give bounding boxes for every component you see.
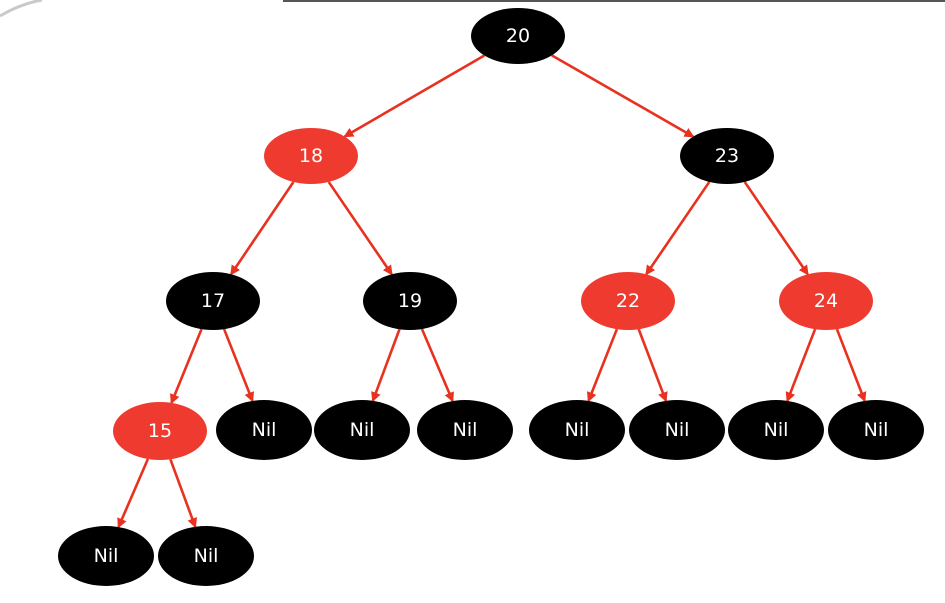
tree-node-n24: 24 <box>779 272 873 330</box>
tree-node-nil22r: Nil <box>629 400 725 460</box>
node-shape-black <box>680 128 774 184</box>
node-shape-red <box>113 402 207 460</box>
node-shape-black <box>158 526 254 586</box>
node-shape-black <box>728 400 824 460</box>
corner-decoration <box>0 0 43 18</box>
node-shape-red <box>264 128 358 184</box>
node-label: 20 <box>506 25 530 47</box>
node-label: Nil <box>453 419 478 441</box>
node-shape-black <box>216 400 312 460</box>
node-shape-black <box>417 400 513 460</box>
node-label: Nil <box>864 419 889 441</box>
tree-node-nil24l: Nil <box>728 400 824 460</box>
edge-n15-to-nil15l <box>117 458 150 529</box>
node-shape-black <box>58 526 154 586</box>
tree-node-nil22l: Nil <box>529 400 625 460</box>
node-label: Nil <box>764 419 789 441</box>
tree-node-nil17r: Nil <box>216 400 312 460</box>
edge-n23-to-n24 <box>743 181 809 276</box>
node-shape-black <box>629 400 725 460</box>
node-shape-black <box>828 400 924 460</box>
node-label: 24 <box>814 290 838 312</box>
edge-n18-to-n19 <box>327 181 393 276</box>
node-label: Nil <box>565 419 590 441</box>
tree-node-nil15r: Nil <box>158 526 254 586</box>
node-label: Nil <box>350 419 375 441</box>
tree-node-nil15l: Nil <box>58 526 154 586</box>
edge-n18-to-n17 <box>230 181 295 276</box>
edge-n20-to-n18 <box>343 54 485 138</box>
node-shape-black <box>363 272 457 330</box>
node-label: 23 <box>715 145 739 167</box>
edge-n17-to-n15 <box>170 328 203 405</box>
node-label: Nil <box>94 545 119 567</box>
tree-node-nil19r: Nil <box>417 400 513 460</box>
tree-node-n22: 22 <box>581 272 675 330</box>
node-label: 18 <box>299 145 323 167</box>
edge-n20-to-n23 <box>551 54 695 138</box>
node-shape-black <box>529 400 625 460</box>
node-label: Nil <box>252 419 277 441</box>
node-label: Nil <box>194 545 219 567</box>
node-label: 19 <box>398 290 422 312</box>
edge-n24-to-nil24l <box>785 328 817 403</box>
edge-n24-to-nil24r <box>835 328 867 403</box>
tree-node-n17: 17 <box>166 272 260 330</box>
tree-node-n20: 20 <box>471 8 565 64</box>
node-shape-black <box>471 8 565 64</box>
tree-node-n18: 18 <box>264 128 358 184</box>
node-label: 22 <box>616 290 640 312</box>
node-shape-black <box>314 400 410 460</box>
edge-n17-to-nil17r <box>222 328 255 403</box>
tree-node-n23: 23 <box>680 128 774 184</box>
tree-node-n15: 15 <box>113 402 207 460</box>
node-shape-black <box>166 272 260 330</box>
node-label: 17 <box>201 290 225 312</box>
node-shape-red <box>779 272 873 330</box>
tree-node-nil19l: Nil <box>314 400 410 460</box>
node-shape-red <box>581 272 675 330</box>
node-label: Nil <box>665 419 690 441</box>
tree-node-nil24r: Nil <box>828 400 924 460</box>
edge-n15-to-nil15r <box>169 458 197 529</box>
tree-node-n19: 19 <box>363 272 457 330</box>
node-label: 15 <box>148 420 172 442</box>
edges-layer <box>117 54 867 529</box>
edge-n22-to-nil22l <box>586 328 619 403</box>
edge-n23-to-n22 <box>645 181 711 276</box>
edge-n19-to-nil19l <box>371 328 401 403</box>
edge-n19-to-nil19r <box>420 328 454 403</box>
edge-n22-to-nil22r <box>637 328 668 403</box>
